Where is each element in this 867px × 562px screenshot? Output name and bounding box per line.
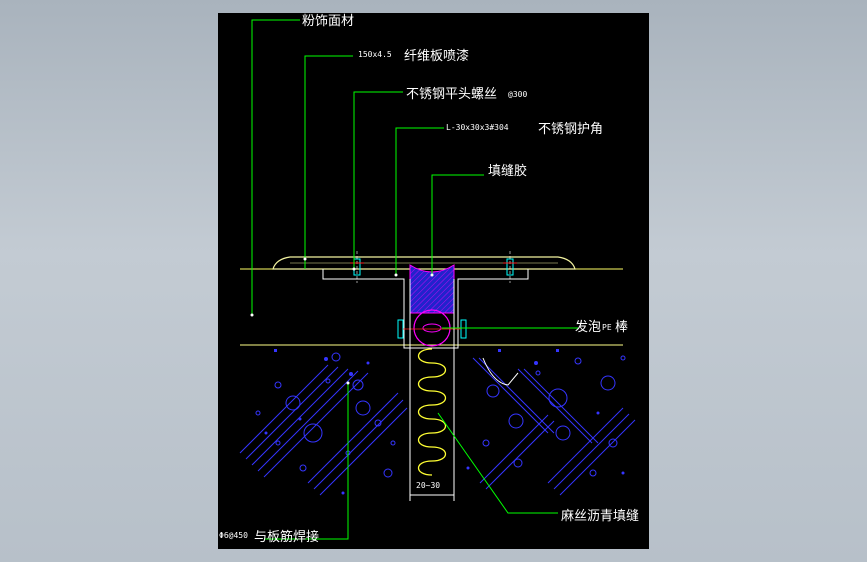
stainless-angle: [322, 269, 529, 349]
slab-top-ticks: [274, 349, 559, 352]
leader-lines: [251, 19, 578, 540]
label-board-size: 150x4.5: [358, 50, 392, 59]
label-foam-pe: PE: [602, 323, 612, 332]
screw-right: [503, 251, 517, 283]
label-finish-material: 粉饰面材: [302, 14, 354, 29]
label-sealant: 填缝胶: [488, 163, 527, 179]
screw-left: [350, 251, 364, 283]
label-weld-to-rebar: 与板筋焊接: [254, 529, 319, 545]
label-rebar-spec: Φ6@450: [219, 531, 248, 540]
label-foam-rod-suffix: 棒: [615, 320, 628, 335]
concrete-slab-right: [466, 355, 636, 496]
label-stainless-corner: 不锈钢护角: [538, 122, 603, 137]
label-screw-spacing: @300: [508, 90, 527, 99]
leader-dots: [250, 257, 434, 385]
expansion-joint-drawing: 20~30 粉饰面材 150x4.5 纤维板喷漆 不锈钢平头螺丝 @300 L-…: [219, 14, 639, 545]
cad-drawing-viewport[interactable]: 20~30 粉饰面材 150x4.5 纤维板喷漆 不锈钢平头螺丝 @300 L-…: [218, 13, 649, 549]
concrete-slab-left: [239, 352, 408, 496]
label-stainless-screw: 不锈钢平头螺丝: [406, 87, 497, 102]
label-angle-spec: L-30x30x3#304: [446, 123, 509, 132]
joint-width-dimension: 20~30: [409, 481, 455, 501]
hemp-asphalt-filling: [417, 348, 447, 476]
label-fiber-board-paint: 纤维板喷漆: [404, 48, 469, 64]
label-foam: 发泡: [575, 319, 601, 335]
cover-plate: [272, 256, 576, 270]
label-hemp-asphalt: 麻丝沥青填缝: [561, 509, 639, 524]
joint-width-label: 20~30: [416, 481, 440, 490]
